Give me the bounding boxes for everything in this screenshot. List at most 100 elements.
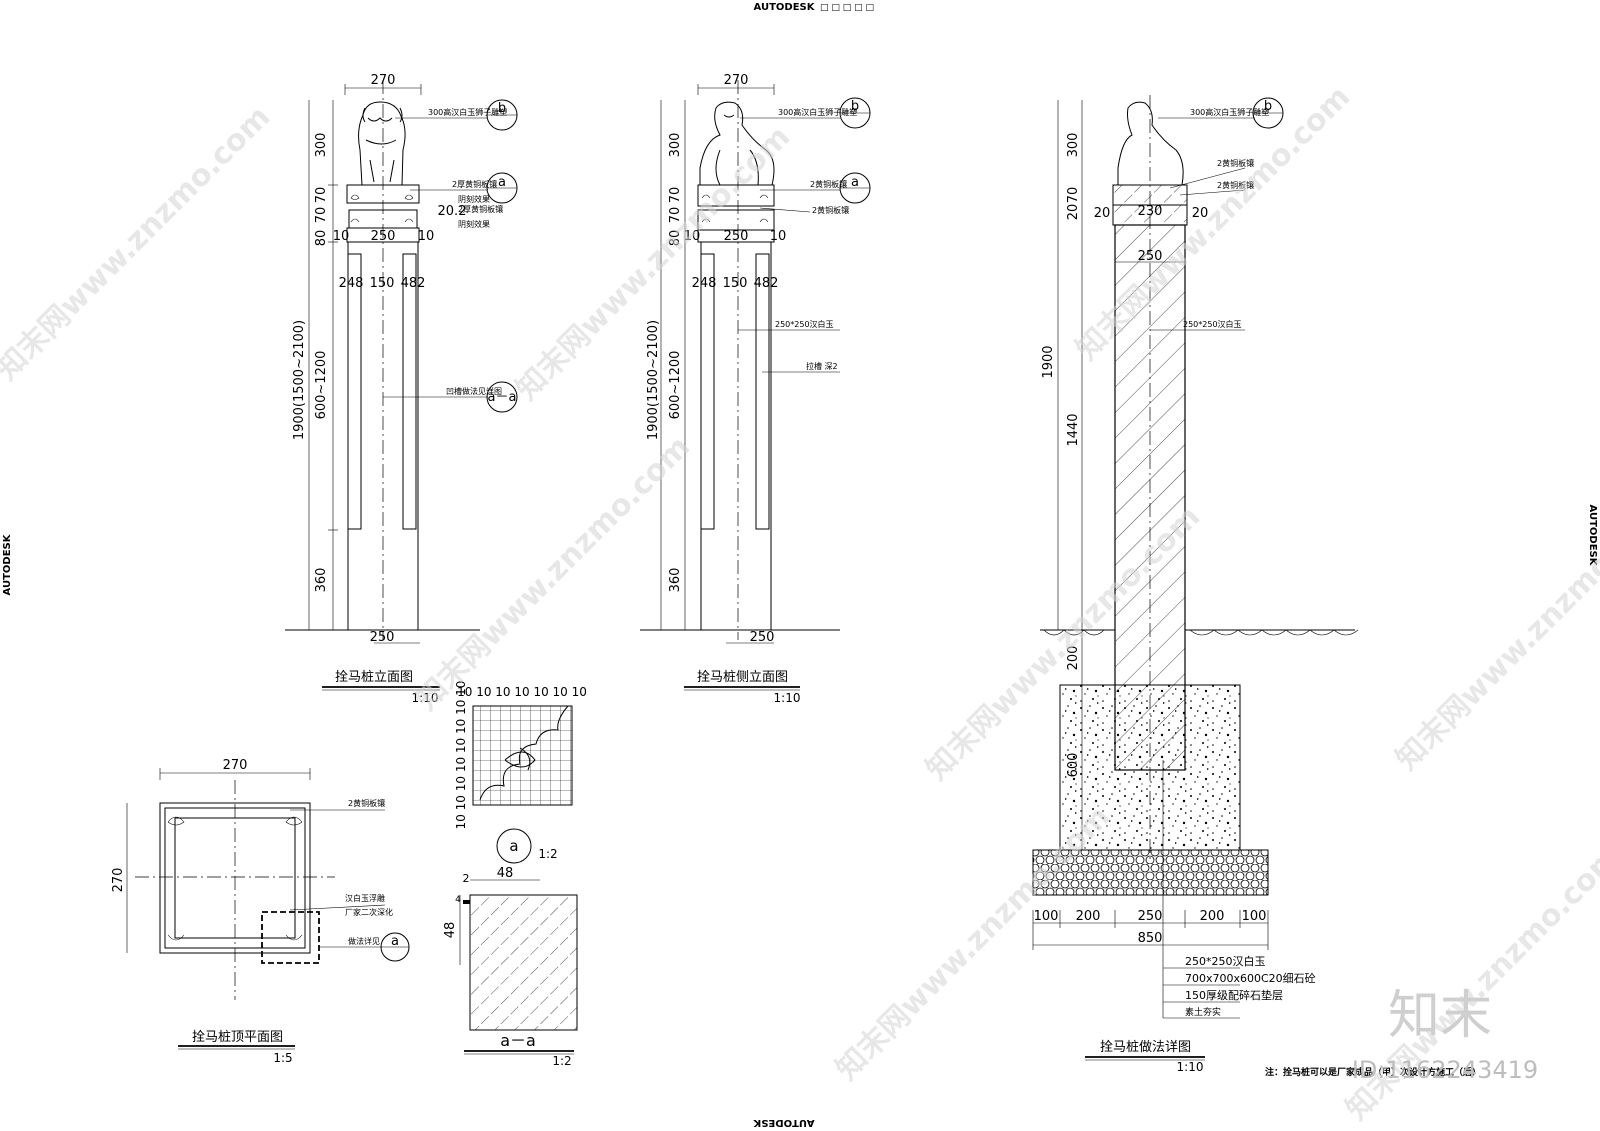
e2-dim-248: 248 [692,276,717,291]
d-note-lion: 300高汉白玉狮子雕塑 [1190,107,1269,117]
d-title: 拴马桩做法详图 [1100,1040,1191,1055]
watermark-6: 知末网www.znzmo.com [829,799,1117,1087]
brand-top: AUTODESK [754,2,816,13]
brand-bottom: AUTODESK [752,1117,814,1128]
elevation-side: 270 300 70 70 80 1900(1500~2100) 600~120… [640,73,871,705]
e1-dim-70a: 70 [314,187,329,204]
top-plan: 270 270 2黄铜板镶 汉白玉浮雕 厂家二次深化 做法详见 a 拴马桩顶平面… [111,758,410,1065]
plan-note-plate: 2黄铜板镶 [348,798,385,808]
e1-dim-482: 482 [401,276,426,291]
e1-note-plate2: 2厚黄铜板镶 [458,204,503,214]
section-a-tag: a [509,837,518,855]
e1-dim-1900: 1900(1500~2100) [292,320,307,440]
d-dim-b200a: 200 [1076,909,1101,924]
d-dim-b250: 250 [1138,909,1163,924]
lion-side-sculpture-icon [699,101,775,186]
d-note-plate2: 2黄铜板镶 [1217,180,1254,190]
plan-note-carve2: 厂家二次深化 [345,907,393,917]
e2-scale: 1:10 [774,691,801,705]
e2-dim-top: 270 [724,73,749,88]
section-aa: 48 2 48 4 a－a 1:2 [443,866,578,1068]
e1-note-detail: 凹槽做法见详图 [446,386,502,396]
e2-dim-70b: 70 [668,207,683,224]
d-dim-l20: 20 [1094,206,1111,221]
e1-tag-aa: a－a [488,390,517,405]
aa-dim-2: 2 [463,872,470,885]
d-dim-600: 600 [1066,753,1081,778]
e1-tag-b: b [498,101,506,116]
d-scale: 1:10 [1177,1060,1204,1074]
d-tag-b: b [1264,99,1272,114]
d-dim-1900: 1900 [1041,345,1056,378]
aa-dim-48h: 48 [443,922,458,939]
d-layer-2: 700x700x600C20细石砼 [1185,972,1316,985]
e2-dim-600: 600~1200 [668,351,683,420]
watermarks: 知末网www.znzmo.com 知末网www.znzmo.com 知末网www… [0,79,1600,1127]
e1-scale: 1:10 [412,691,439,705]
d-dim-r20: 20 [1192,206,1209,221]
grid-top-labels: 10 10 10 10 10 10 10 [457,685,587,699]
plan-dim-top: 270 [223,758,248,773]
e1-dim-300: 300 [314,133,329,158]
brand-left: AUTODESK [2,533,13,595]
plan-title: 拴马桩顶平面图 [192,1030,283,1045]
watermark-1: 知末网www.znzmo.com [0,99,277,387]
d-dim-1440: 1440 [1066,413,1081,446]
e2-dim-150: 150 [723,276,748,291]
plan-tag-a: a [391,934,399,949]
e2-note-plate2: 2黄铜板镶 [812,205,849,215]
d-dim-b200b: 200 [1200,909,1225,924]
e1-dim-l10: 10 [333,229,350,244]
e2-dim-360: 360 [668,568,683,593]
e2-dim-300: 300 [668,133,683,158]
d-dim-230: 230 [1138,204,1163,219]
d-layer-3: 150厚级配碎石垫层 [1185,988,1283,1002]
d-note-plate1: 2黄铜板镶 [1217,158,1254,168]
d-dim-20: 20 [1066,204,1081,221]
e2-note-ring: 拉槽 深2 [806,361,838,371]
e1-title: 拴马桩立面图 [335,670,413,685]
d-dim-70: 70 [1066,187,1081,204]
e1-note-groove2: 阴刻效果 [458,219,490,229]
d-dim-250: 250 [1138,249,1163,264]
e1-note-lion: 300高汉白玉狮子雕塑 [428,107,507,117]
e1-dim-360: 360 [314,568,329,593]
d-dim-300: 300 [1066,133,1081,158]
e1-dim-70b: 70 [314,207,329,224]
e2-dim-80: 80 [668,230,683,247]
d-layer-1: 250*250汉白玉 [1185,954,1266,968]
e2-note-plate: 2黄铜板镶 [810,179,847,189]
elevation-front: 270 300 70 70 80 1900(1500~2100) 600~120… [285,73,518,705]
d-dim-b100b: 100 [1242,909,1267,924]
e2-note-lion: 300高汉白玉狮子雕塑 [778,107,857,117]
e1-dim-250: 250 [371,229,396,244]
brand-top-glyphs: □ □ □ □ □ [820,3,874,13]
plan-note-carve1: 汉白玉浮雕 [345,893,385,903]
e1-dim-bottom: 250 [370,630,395,645]
lion-sculpture-icon [358,101,406,186]
e1-dim-600: 600~1200 [314,351,329,420]
grid-side-labels: 10 10 10 10 10 10 10 10 [454,681,468,830]
e2-dim-70a: 70 [668,187,683,204]
watermark-7: 知末网www.znzmo.com [1389,489,1600,777]
aa-title: a－a [500,1031,536,1050]
e2-dim-l10: 10 [684,229,701,244]
lion-detail-sculpture-icon [1117,101,1184,186]
watermark-4: 知末网www.znzmo.com [409,429,697,717]
d-dim-b850: 850 [1138,931,1163,946]
e1-dim-80: 80 [314,230,329,247]
d-dim-b100a: 100 [1034,909,1059,924]
e1-dim-top: 270 [371,73,396,88]
e1-dim-248: 248 [339,276,364,291]
e2-note-stone: 250*250汉白玉 [775,319,834,329]
e1-dim-20-2: 20.2 [438,204,467,219]
detail-section: 300 70 20 1900 1440 200 600 230 250 20 2… [1032,95,1359,1074]
e1-note-plate: 2厚黄铜板镶 [452,179,497,189]
watermark-logo: 知末 [1388,986,1492,1046]
d-note-stone: 250*250汉白玉 [1183,319,1242,329]
section-a: a 1:2 [496,828,558,864]
plan-dim-left: 270 [111,868,126,893]
e2-title: 拴马桩侧立面图 [697,670,788,685]
plan-note-detail: 做法详见 [348,936,380,946]
